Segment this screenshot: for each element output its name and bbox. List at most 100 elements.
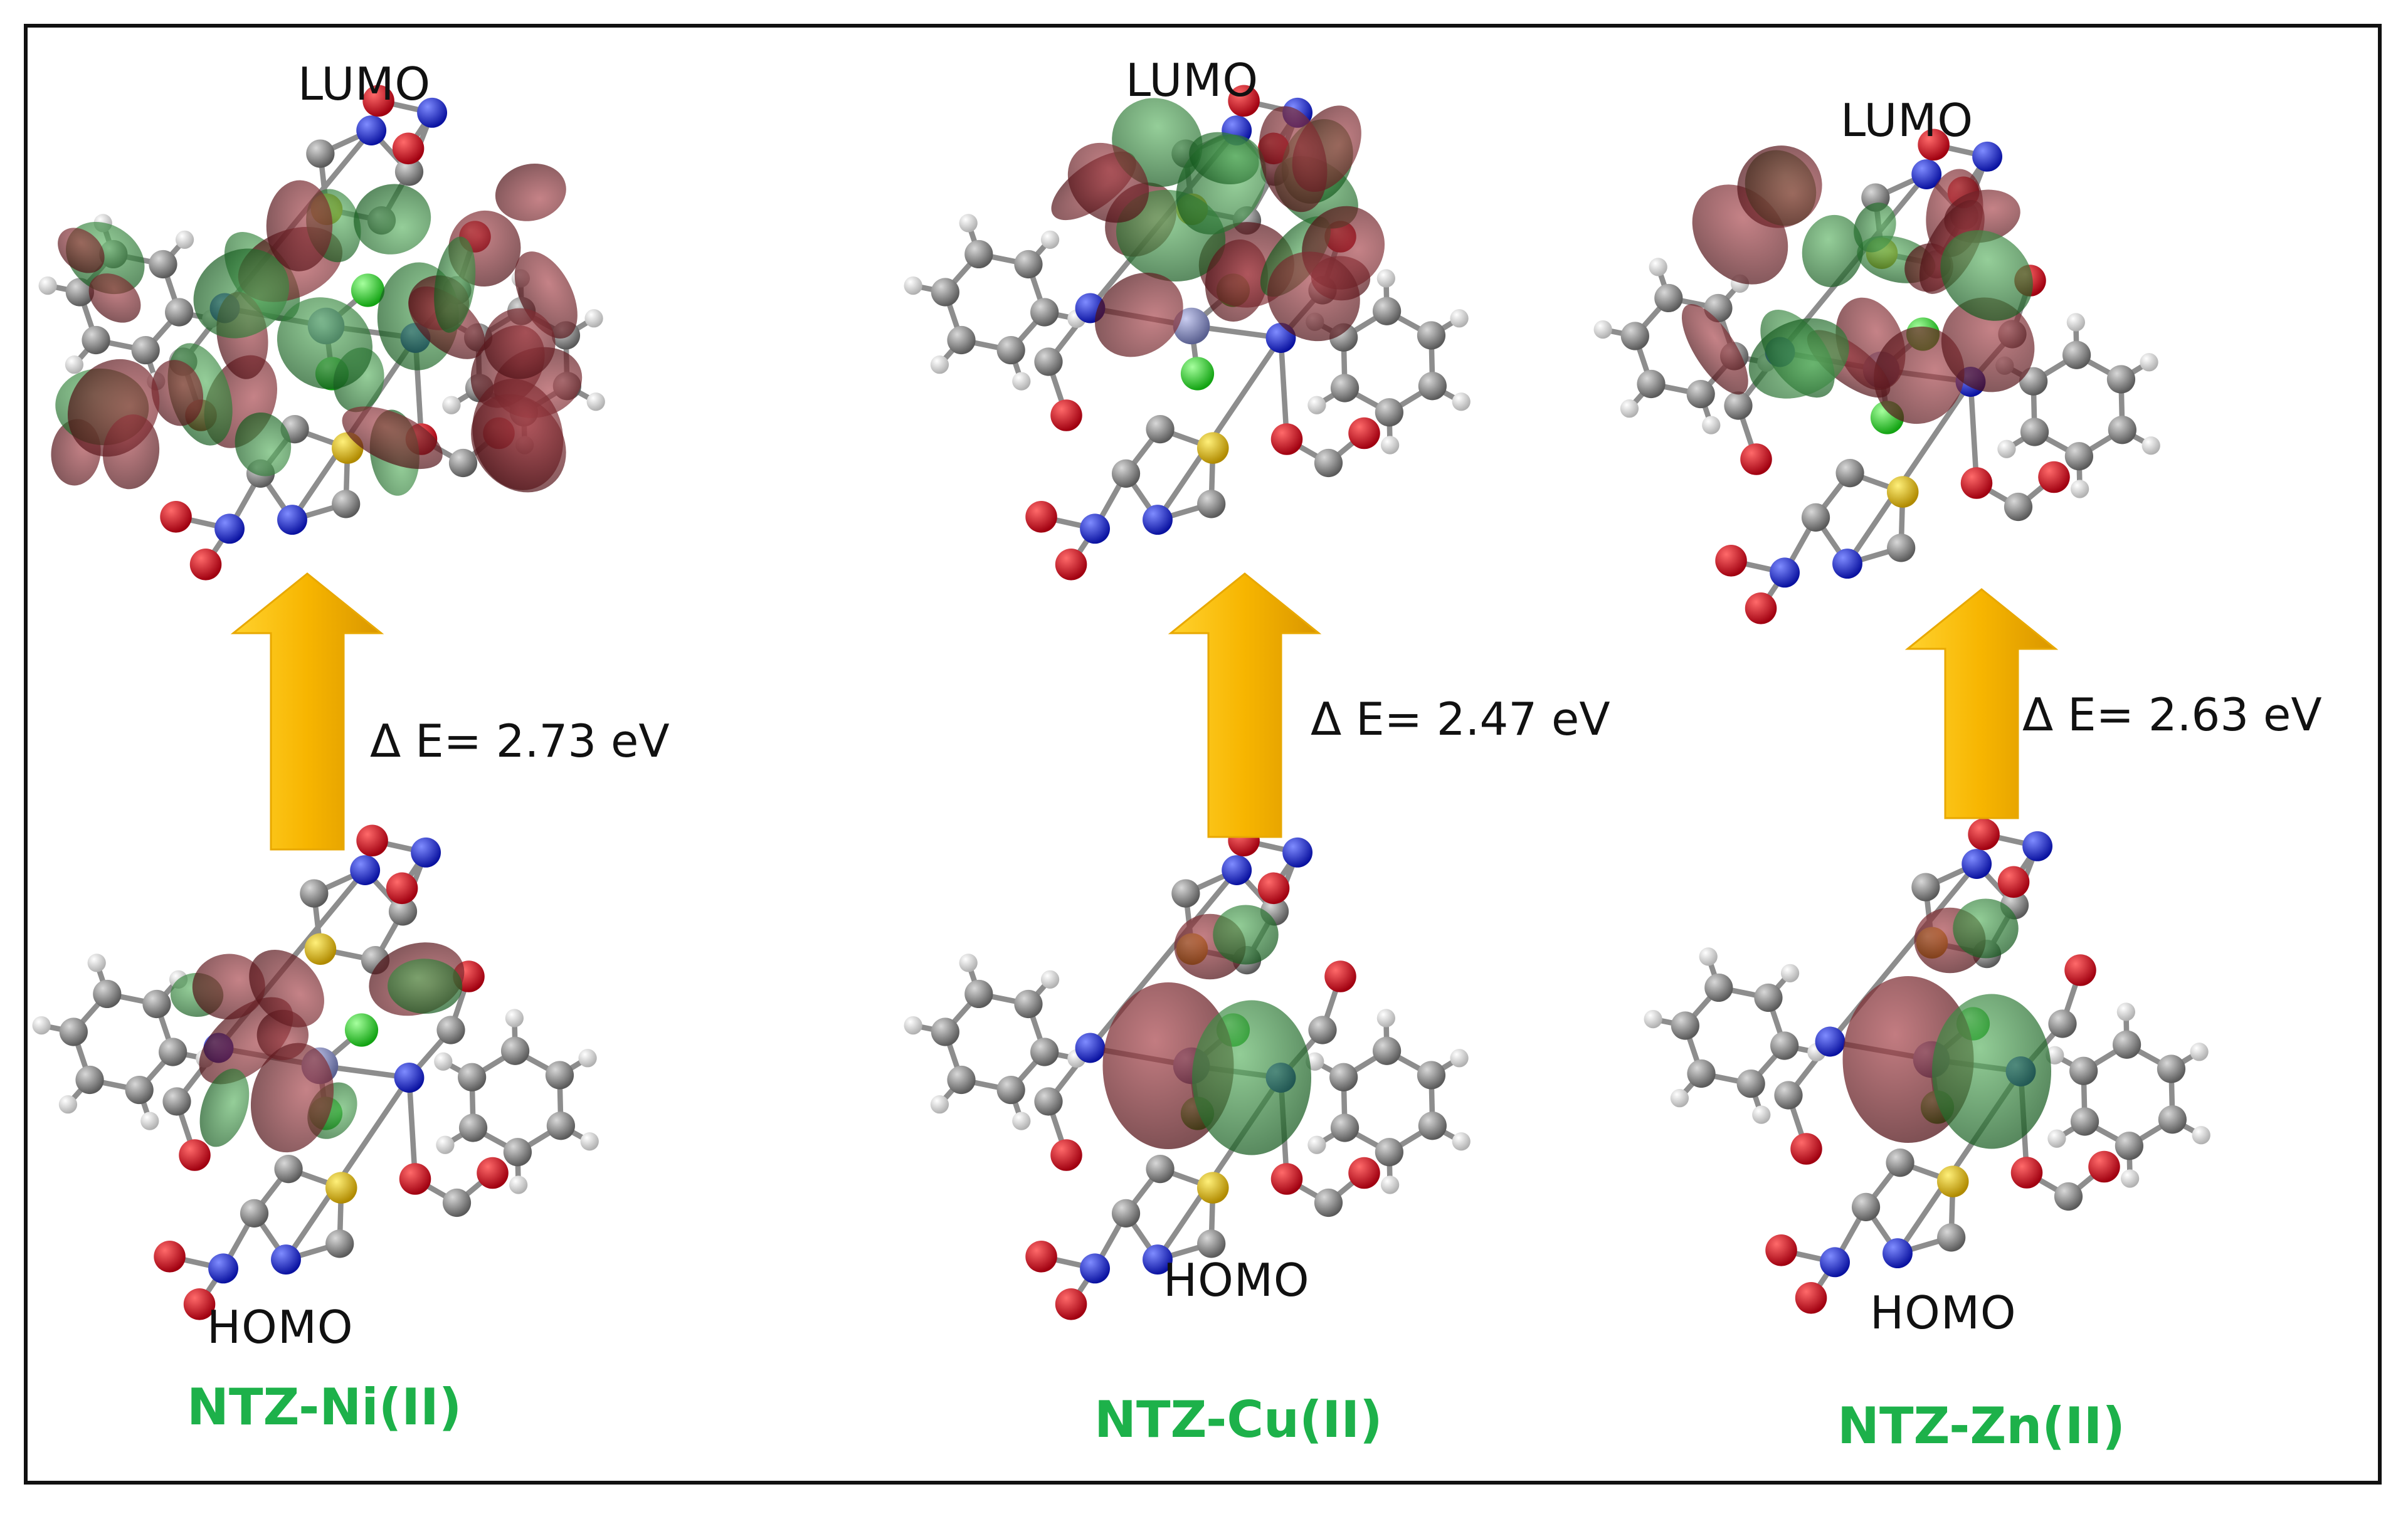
atom	[1702, 416, 1721, 434]
atom	[1637, 369, 1666, 399]
ni-complex-name: NTZ-Ni(II)	[187, 1378, 462, 1436]
atom	[394, 157, 424, 186]
orbital-lobe	[1953, 898, 2019, 959]
orbital-lobe	[472, 379, 564, 490]
atom	[1835, 458, 1864, 488]
atom	[1270, 423, 1303, 455]
bond	[1968, 379, 1980, 486]
homo-structure-1	[904, 824, 1471, 1320]
orbital-lobe	[199, 1068, 250, 1147]
atom	[1381, 436, 1400, 455]
atom	[1030, 1038, 1059, 1066]
atom	[332, 490, 361, 518]
atom	[578, 1049, 597, 1068]
atom	[1918, 129, 1950, 161]
orbital-lobe	[67, 359, 160, 457]
atom	[1911, 159, 1942, 189]
orbital-lobe	[58, 228, 105, 273]
atom	[1180, 357, 1215, 391]
atom	[388, 897, 418, 926]
atom	[1080, 1253, 1110, 1284]
atom	[189, 549, 222, 581]
atom	[2071, 480, 2089, 498]
atom	[356, 824, 388, 857]
atom	[442, 1188, 472, 1217]
atom	[1075, 1033, 1106, 1063]
bond	[1154, 335, 1284, 523]
atom	[159, 1038, 187, 1066]
atom	[959, 214, 978, 233]
atom	[1080, 513, 1110, 544]
atom	[1417, 321, 1446, 350]
atom	[394, 1063, 425, 1093]
atom	[1348, 417, 1380, 449]
atom	[1329, 1063, 1358, 1091]
atom	[271, 1244, 301, 1275]
atom	[2116, 1002, 2135, 1021]
energy-arrow-2	[1904, 588, 2059, 819]
orbital-lobe	[483, 308, 556, 379]
atom	[1715, 545, 1747, 577]
atom	[931, 278, 959, 307]
atom	[1736, 1069, 1765, 1098]
ni-lumo-label: LUMO	[298, 58, 431, 110]
atom	[149, 250, 177, 279]
atom	[240, 1199, 269, 1227]
atom	[1911, 873, 1940, 902]
atom	[1307, 396, 1326, 414]
energy-arrows	[230, 572, 2059, 851]
atom	[1997, 439, 2016, 458]
atom	[1770, 1031, 1799, 1060]
atom	[996, 335, 1025, 365]
orbital-lobe	[1189, 132, 1259, 185]
orbital-lobe	[1940, 230, 2033, 321]
atom	[2069, 1056, 2098, 1085]
atom	[1765, 1234, 1797, 1266]
atom	[2115, 1132, 2144, 1160]
atom	[125, 1075, 154, 1105]
atom	[1307, 1135, 1326, 1154]
atom	[140, 1112, 159, 1130]
atom	[1780, 964, 1800, 982]
atom	[1050, 1139, 1082, 1171]
atom	[1012, 1112, 1031, 1130]
orbital-lobe	[388, 959, 463, 1014]
atom	[947, 325, 976, 355]
atom	[1014, 250, 1043, 279]
atom	[2192, 1126, 2210, 1145]
atom	[1936, 1165, 1969, 1197]
atom	[1143, 505, 1173, 535]
atom	[1330, 374, 1360, 402]
atom	[1146, 414, 1175, 444]
homo-structure-0	[32, 824, 599, 1320]
orbital-lobe	[1213, 905, 1279, 965]
atom	[1962, 849, 1992, 879]
cu-homo-label: HOMO	[1163, 1254, 1310, 1306]
atom	[1417, 1061, 1446, 1090]
atom	[1171, 879, 1200, 908]
atom	[1040, 230, 1060, 249]
atom	[1883, 1238, 1913, 1269]
atom	[325, 1172, 357, 1204]
orbital-lobe	[495, 163, 566, 221]
homo-structure-2	[1644, 818, 2210, 1314]
atom	[1308, 1016, 1337, 1044]
atom	[2064, 954, 2096, 986]
atom	[996, 1075, 1025, 1105]
atom	[65, 355, 84, 374]
atom	[458, 1063, 487, 1091]
atom	[1886, 1148, 1914, 1177]
atom	[1324, 960, 1356, 992]
atom	[2038, 461, 2070, 493]
atom	[964, 239, 993, 269]
atom	[1055, 1288, 1087, 1320]
atom	[350, 855, 381, 885]
atom	[500, 1036, 530, 1065]
atom	[1968, 818, 2000, 851]
atom	[1686, 379, 1715, 409]
figure-frame	[24, 24, 2382, 1485]
atom	[417, 97, 448, 128]
atom	[362, 85, 394, 117]
atom	[1754, 983, 1783, 1012]
